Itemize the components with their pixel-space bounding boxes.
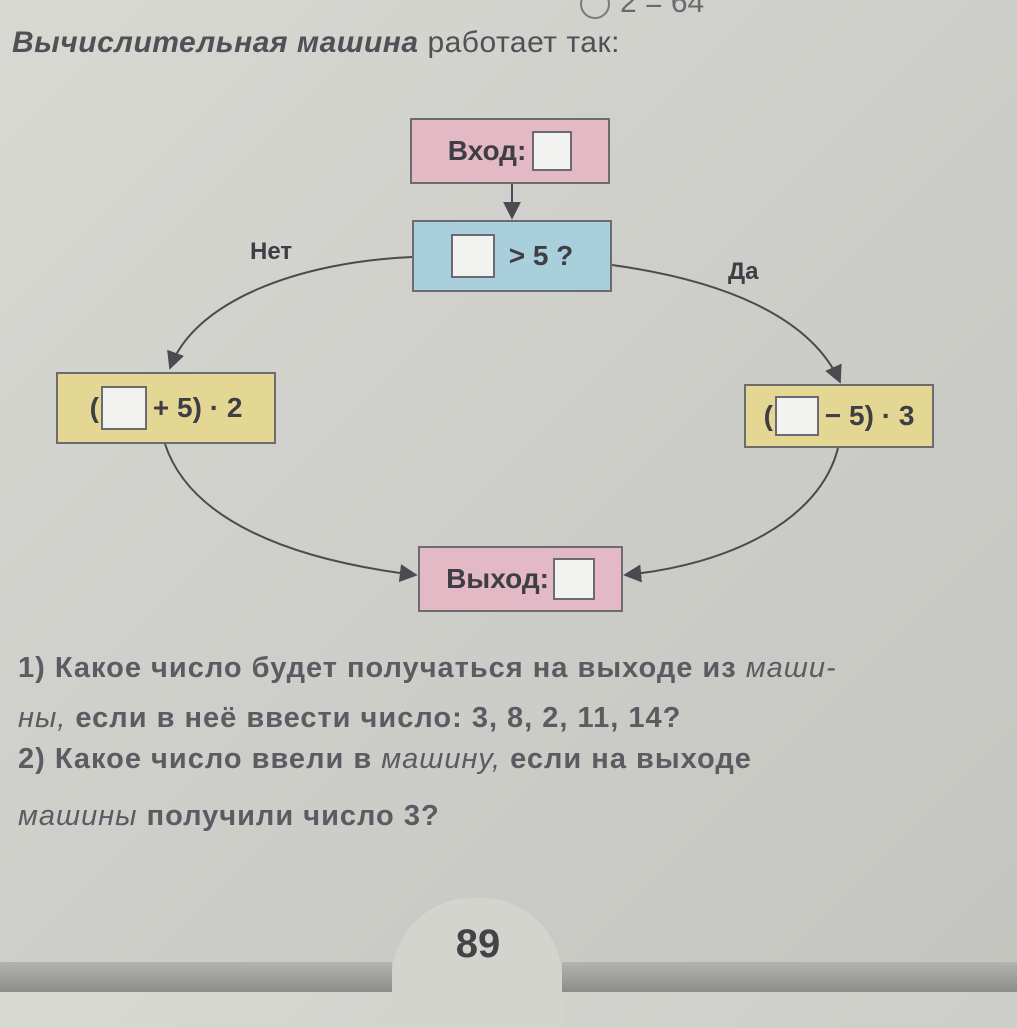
heading-term-1: Вычислительная xyxy=(12,26,289,59)
branch-yes-label: Да xyxy=(728,258,759,285)
flow-arrows xyxy=(164,184,842,583)
arrow-no-branch xyxy=(167,256,413,370)
output-blank-square xyxy=(552,558,595,600)
top-equation-fragment: 2 = 64 xyxy=(570,0,704,20)
exercise-heading: Вычислительная машина работает так: xyxy=(12,26,620,60)
arrow-left-to-output xyxy=(164,443,418,583)
page-bottom-edge-left xyxy=(0,962,392,992)
output-label: Выход: xyxy=(446,563,549,594)
condition-text: > 5 ? xyxy=(508,240,574,271)
output-box: Выход: xyxy=(418,546,623,612)
question-1-line-2: ны, если в неё ввести число: 3, 8, 2, 11… xyxy=(18,702,682,734)
arrow-right-to-output xyxy=(623,447,839,583)
condition-box: > 5 ? xyxy=(412,220,612,292)
question-2-line-2: машины получили число 3? xyxy=(18,800,440,832)
right-formula-rest: − 5) · 3 xyxy=(824,400,915,431)
arrow-yes-branch xyxy=(611,264,842,384)
heading-rest: работает так: xyxy=(427,26,620,59)
input-label: Вход: xyxy=(447,135,527,166)
condition-blank-square xyxy=(450,234,495,278)
right-blank-square xyxy=(774,396,819,436)
left-blank-square xyxy=(100,386,147,430)
input-box: Вход: xyxy=(410,118,610,184)
page-bottom-edge-right xyxy=(562,962,1017,992)
input-blank-square xyxy=(532,131,573,171)
left-formula-box: ( + 5) · 2 xyxy=(56,372,276,444)
question-2-line-1: 2) Какое число ввели в машину, если на в… xyxy=(18,743,752,775)
left-formula-open: ( xyxy=(89,392,99,423)
heading-term-2: машина xyxy=(296,26,419,59)
page-number: 89 xyxy=(455,922,501,966)
right-formula-box: ( − 5) · 3 xyxy=(744,384,934,448)
right-formula-open: ( xyxy=(763,400,773,431)
branch-no-label: Нет xyxy=(250,238,293,265)
left-formula-rest: + 5) · 2 xyxy=(152,392,243,423)
question-1-line-1: 1) Какое число будет получаться на выход… xyxy=(18,652,837,684)
